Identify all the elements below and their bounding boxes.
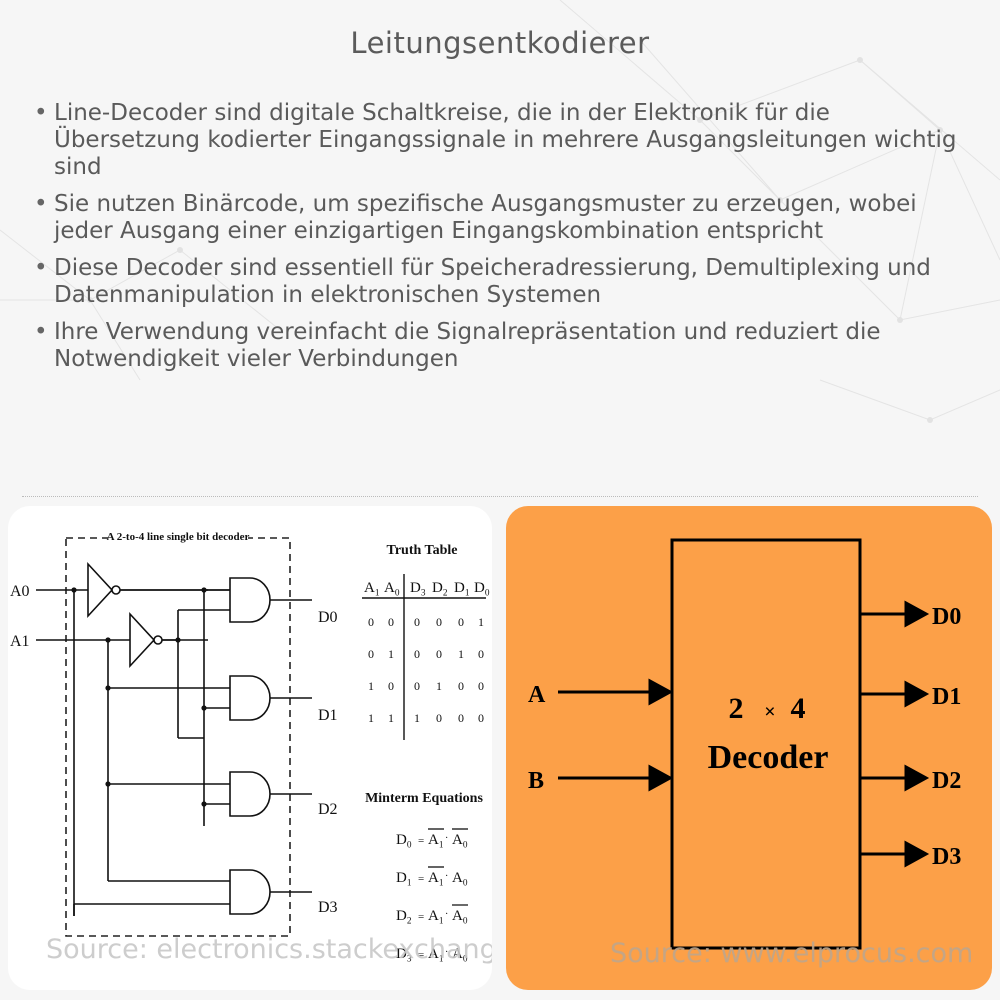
input-label-a1: A1 xyxy=(10,633,30,650)
truth-table-title: Truth Table xyxy=(387,543,458,558)
truth-table-cell: 1 xyxy=(368,711,374,725)
decoder-block-diagram: 2 × 4 Decoder A B D0 D1 D2 D3 xyxy=(528,538,961,950)
logic-circuit-diagram: A 2-to-4 line single bit decoder xyxy=(10,528,490,964)
block-title: Decoder xyxy=(708,739,829,776)
truth-table-cell: 0 xyxy=(388,615,394,629)
equation-term: A1 xyxy=(428,908,444,926)
truth-table-cell: 0 xyxy=(436,711,442,725)
equals-sign: = xyxy=(418,949,424,961)
block-diagram-panel: 2 × 4 Decoder A B D0 D1 D2 D3 Source: ww… xyxy=(506,506,992,990)
truth-table-cell: 0 xyxy=(368,647,374,661)
minterm-equation: D0 = A1· A0 xyxy=(396,828,468,850)
minterm-equation: D1 = A1· A0 xyxy=(396,866,468,888)
truth-table-cell: 0 xyxy=(368,615,374,629)
equation-term: A0 xyxy=(452,870,468,888)
circuit-label: A 2-to-4 line single bit decoder xyxy=(107,531,250,543)
output-label-d3: D3 xyxy=(318,899,338,916)
source-credit-right: Source: www.elprocus.com xyxy=(610,938,974,969)
equals-sign: = xyxy=(418,873,424,885)
logic-circuit-panel: A 2-to-4 line single bit decoder xyxy=(8,506,492,990)
truth-table-cell: 0 xyxy=(414,647,420,661)
bullet-item: Line-Decoder sind digitale Schaltkreise,… xyxy=(34,100,974,181)
truth-table-cell: 0 xyxy=(478,647,484,661)
section-divider xyxy=(22,496,978,497)
truth-table-cell: 1 xyxy=(368,679,374,693)
input-label-a: A xyxy=(528,682,546,708)
truth-table-cell: 1 xyxy=(388,711,394,725)
bullet-list: Line-Decoder sind digitale Schaltkreise,… xyxy=(34,100,974,383)
truth-table-cell: 0 xyxy=(414,615,420,629)
truth-table-header-cell: A0 xyxy=(384,580,400,598)
decoder-block xyxy=(670,538,862,950)
equation-lhs: D0 xyxy=(396,832,412,850)
bullet-item: Sie nutzen Binärcode, um spezifische Aus… xyxy=(34,191,974,245)
equation-lhs: D2 xyxy=(396,908,412,926)
truth-table-cell: 1 xyxy=(414,711,420,725)
truth-table-cell: 0 xyxy=(458,711,464,725)
block-times-sign: × xyxy=(764,701,775,723)
and-dot: · xyxy=(445,833,448,844)
equation-term: A0 xyxy=(452,946,468,964)
truth-table-header-cell: D0 xyxy=(474,580,490,598)
output-label-d1: D1 xyxy=(932,684,961,710)
minterm-equation: D3 = A1· A0 xyxy=(396,946,468,964)
equation-term: A0 xyxy=(452,908,468,926)
equation-term: A1 xyxy=(428,832,444,850)
equals-sign: = xyxy=(418,835,424,847)
truth-table-cell: 0 xyxy=(478,679,484,693)
block-size-right: 4 xyxy=(791,692,806,725)
truth-table-cell: 0 xyxy=(458,679,464,693)
output-label-d2: D2 xyxy=(318,801,338,818)
truth-table-cell: 0 xyxy=(458,615,464,629)
output-label-d1: D1 xyxy=(318,707,338,724)
bullet-item: Diese Decoder sind essentiell für Speich… xyxy=(34,255,974,309)
equation-term: A1 xyxy=(428,870,444,888)
equation-term: A1 xyxy=(428,946,444,964)
output-label-d2: D2 xyxy=(932,768,961,794)
truth-table-header-cell: D1 xyxy=(454,580,470,598)
truth-table-cell: 0 xyxy=(478,711,484,725)
truth-table-header-cell: D2 xyxy=(432,580,448,598)
input-label-a0: A0 xyxy=(10,583,30,600)
truth-table-cell: 0 xyxy=(414,679,420,693)
truth-table-cell: 0 xyxy=(436,615,442,629)
and-dot: · xyxy=(445,909,448,920)
output-label-d0: D0 xyxy=(932,604,961,630)
source-credit-left: Source: electronics.stackexchange.com xyxy=(46,934,492,965)
truth-table-cell: 0 xyxy=(388,679,394,693)
truth-table-cell: 1 xyxy=(388,647,394,661)
block-size-left: 2 xyxy=(729,692,744,725)
equation-lhs: D1 xyxy=(396,870,412,888)
equals-sign: = xyxy=(418,911,424,923)
and-dot: · xyxy=(445,871,448,882)
truth-table-cell: 1 xyxy=(478,615,484,629)
equation-term: A0 xyxy=(452,832,468,850)
output-label-d3: D3 xyxy=(932,844,961,870)
page-title: Leitungsentkodierer xyxy=(350,26,650,60)
truth-table-header-cell: D3 xyxy=(410,580,426,598)
truth-table-cell: 1 xyxy=(436,679,442,693)
truth-table-header-cell: A1 xyxy=(364,580,380,598)
minterm-title: Minterm Equations xyxy=(365,791,483,806)
input-label-b: B xyxy=(528,768,544,794)
truth-table-cell: 0 xyxy=(436,647,442,661)
minterm-equation: D2 = A1· A0 xyxy=(396,904,468,926)
and-dot: · xyxy=(445,947,448,958)
output-label-d0: D0 xyxy=(318,609,338,626)
bullet-item: Ihre Verwendung vereinfacht die Signalre… xyxy=(34,319,974,373)
equation-lhs: D3 xyxy=(396,946,412,964)
truth-table-cell: 1 xyxy=(458,647,464,661)
